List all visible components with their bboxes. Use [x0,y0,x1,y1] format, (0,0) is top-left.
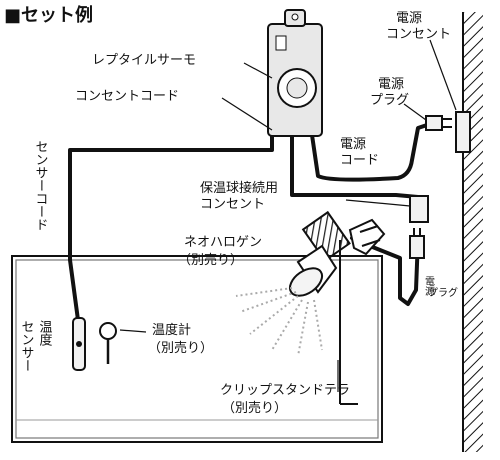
label-thermostat: レプタイルサーモ [92,53,196,68]
label-thermometer-2: （別売り） [148,340,213,356]
bulb-outlet [409,195,429,223]
label-thermometer-1: 温度計 [152,322,191,338]
label-halogen-1: ネオハロゲン [184,235,262,250]
label-power-plug-top-2: プラグ [370,93,409,108]
halogen-lamp [288,210,351,297]
label-bulb-outlet-1: 保温球接続用 [200,180,278,196]
clip-stand [339,218,386,405]
leader-lines [119,39,457,392]
label-power-plug-small-1: 電源 [423,276,435,297]
label-clip-stand-1: クリップスタンドテラ [220,383,350,398]
power-plug-top [425,115,452,131]
wall [455,12,483,452]
thermometer [99,322,117,364]
outlet-cord [290,133,420,199]
label-power-outlet-2: コンセント [386,27,451,42]
label-temp-sensor-2: 温度 [37,320,53,346]
label-halogen-2: （別売り） [178,252,243,268]
label-power-outlet-1: 電源 [396,11,422,26]
label-power-cord-1: 電源 [340,137,366,152]
label-clip-stand-2: （別売り） [222,400,287,416]
label-power-plug-top-1: 電源 [378,77,404,92]
thermostat-unit [267,9,323,137]
label-bulb-outlet-2: コンセント [200,197,265,212]
wall-outlet [455,111,471,153]
label-power-plug-small-2: プラグ [428,286,458,299]
tank [11,255,383,443]
label-temp-sensor-1: センサー [19,320,35,372]
diagram-title: ■セット例 [4,4,93,26]
light-rays [235,287,323,357]
temperature-sensor [72,317,86,371]
power-cord [310,122,432,182]
power-plug-small [409,228,425,259]
label-power-cord-2: コード [340,153,379,168]
label-outlet-cord: コンセントコード [75,89,179,104]
sensor-cord [68,133,274,322]
label-sensor-cord: センサーコード [33,140,49,231]
